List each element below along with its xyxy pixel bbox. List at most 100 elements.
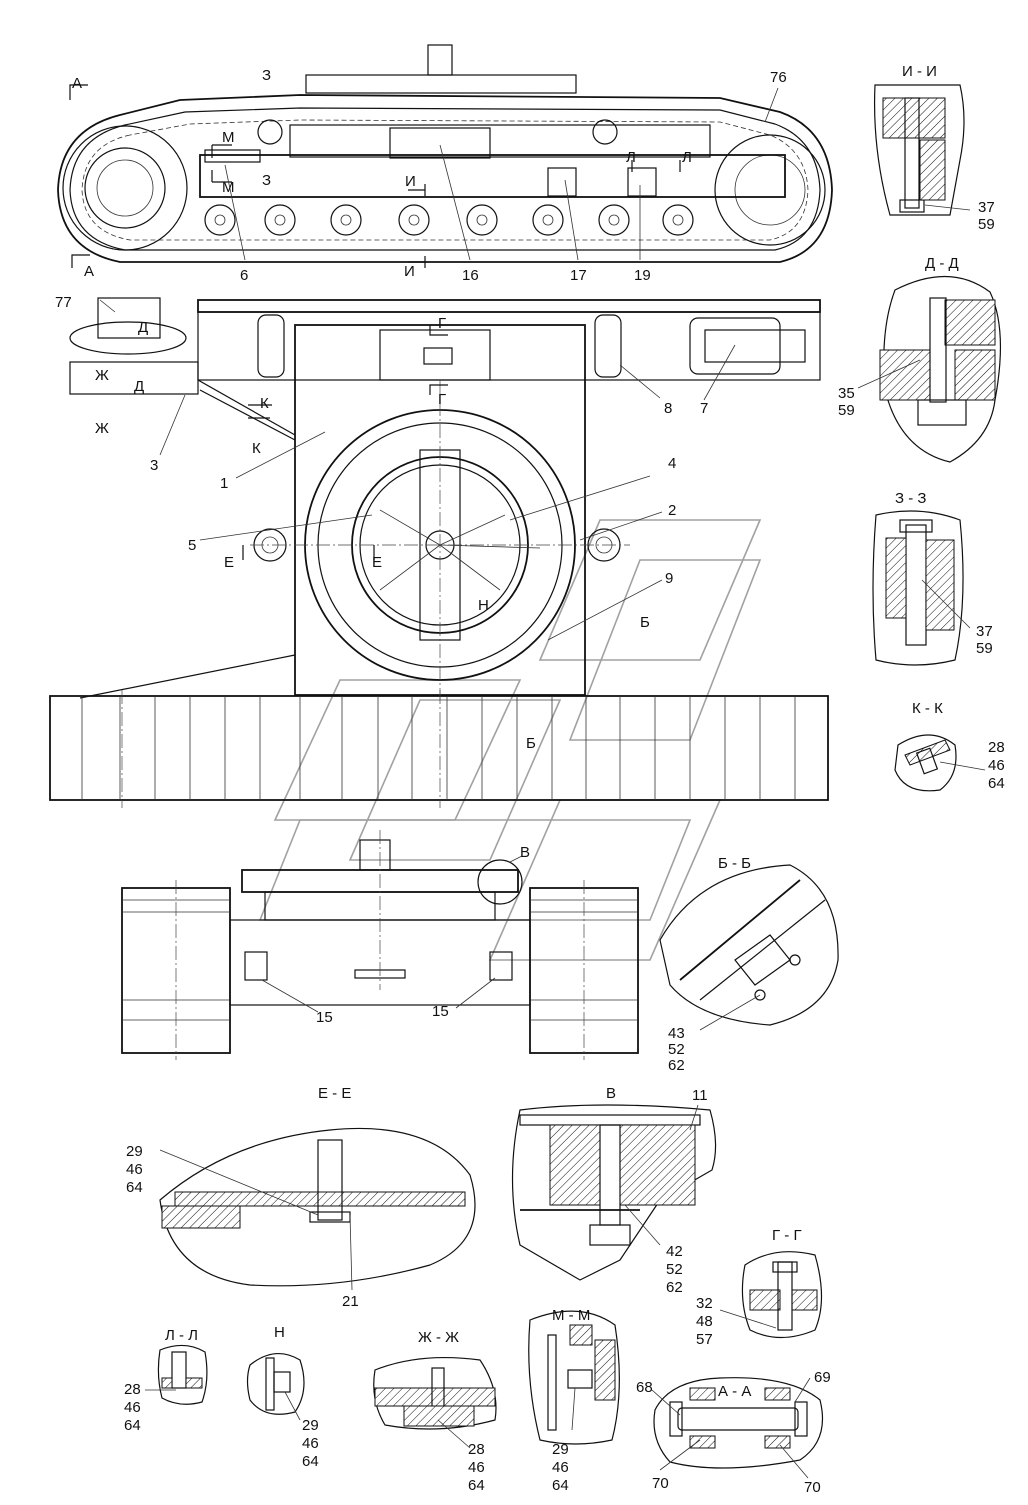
callout-6: 6 [240, 267, 248, 284]
track-side-view [57, 44, 833, 268]
cut-letter-e-left: Е [224, 554, 234, 571]
section-z-z-title: З - З [895, 490, 926, 507]
callout-3: 3 [150, 457, 158, 474]
section-k-k [894, 734, 986, 792]
stack-29-46-64-e: 29 46 64 [126, 1143, 143, 1196]
view-v-title: В [606, 1085, 616, 1102]
section-b-b-title: Б - Б [718, 855, 751, 872]
svg-text:52: 52 [668, 1041, 685, 1058]
cut-letter-v-front: В [520, 844, 530, 861]
cut-letter-z-top: З [262, 67, 271, 84]
svg-text:59: 59 [838, 402, 855, 419]
svg-text:46: 46 [468, 1459, 485, 1476]
callout-5: 5 [188, 537, 196, 554]
stack-42-52-62: 42 52 62 [666, 1243, 683, 1296]
stack-37-59-z: 37 59 [976, 623, 993, 657]
cut-letter-e-right: Е [372, 554, 382, 571]
cut-letter-b-bottom: Б [526, 735, 536, 752]
section-e-e [159, 1127, 476, 1291]
svg-text:64: 64 [124, 1417, 141, 1434]
stack-29-46-64-m: 29 46 64 [552, 1441, 569, 1494]
svg-text:52: 52 [666, 1261, 683, 1278]
cut-letter-k-top: К [260, 395, 269, 412]
plan-view [49, 297, 829, 808]
stack-43-52-62: 43 52 62 [668, 1025, 685, 1074]
callout-69: 69 [814, 1369, 831, 1386]
svg-text:29: 29 [126, 1143, 143, 1160]
svg-text:29: 29 [552, 1441, 569, 1458]
cut-letter-i-top: И [405, 173, 416, 190]
svg-text:35: 35 [838, 385, 855, 402]
svg-text:64: 64 [468, 1477, 485, 1494]
svg-text:64: 64 [126, 1179, 143, 1196]
section-zh-zh-title: Ж - Ж [418, 1329, 459, 1346]
cut-letter-zh-bottom: Ж [95, 420, 109, 437]
svg-text:64: 64 [302, 1453, 319, 1470]
front-view [121, 830, 639, 1060]
cut-letter-k-bottom: К [252, 440, 261, 457]
cut-letter-a-bottom: А [84, 263, 94, 280]
section-d-d [857, 275, 1002, 463]
section-k-k-title: К - К [912, 700, 943, 717]
stack-28-46-64-k: 28 46 64 [988, 739, 1005, 792]
section-zh-zh [373, 1356, 497, 1449]
section-i-i [873, 84, 971, 216]
cut-letter-zh-top: Ж [95, 367, 109, 384]
stack-28-46-64-l: 28 46 64 [124, 1381, 141, 1434]
svg-text:28: 28 [468, 1441, 485, 1458]
section-d-d-title: Д - Д [925, 255, 959, 272]
svg-text:46: 46 [124, 1399, 141, 1416]
svg-text:37: 37 [976, 623, 993, 640]
section-i-i-title: И - И [902, 63, 937, 80]
svg-text:28: 28 [124, 1381, 141, 1398]
cut-letter-g-top: Г [438, 315, 446, 332]
callout-15-left: 15 [316, 1009, 333, 1026]
svg-text:62: 62 [668, 1057, 685, 1074]
section-a-a [651, 1377, 824, 1479]
stack-35-59: 35 59 [838, 385, 855, 419]
svg-text:62: 62 [666, 1279, 683, 1296]
cut-letter-i-bottom: И [404, 263, 415, 280]
callout-1: 1 [220, 475, 228, 492]
callout-15-right: 15 [432, 1003, 449, 1020]
cut-letter-n-plan: Н [478, 597, 489, 614]
cut-letter-m-bottom: М [222, 179, 235, 196]
callout-4: 4 [668, 455, 676, 472]
svg-text:59: 59 [976, 640, 993, 657]
watermark-logo [258, 519, 762, 961]
svg-text:64: 64 [988, 775, 1005, 792]
cut-letter-m-top: М [222, 129, 235, 146]
svg-text:48: 48 [696, 1313, 713, 1330]
callout-2: 2 [668, 502, 676, 519]
view-v [511, 1104, 717, 1281]
callout-11: 11 [692, 1087, 708, 1104]
svg-text:59: 59 [978, 216, 995, 233]
svg-text:42: 42 [666, 1243, 683, 1260]
cut-letter-d-top: Д [138, 319, 148, 336]
svg-text:29: 29 [302, 1417, 319, 1434]
svg-text:37: 37 [978, 199, 995, 216]
callout-7: 7 [700, 400, 708, 417]
callout-8: 8 [664, 400, 672, 417]
crawler-shoes [81, 696, 796, 800]
stack-32-48-57: 32 48 57 [696, 1295, 713, 1348]
section-l-l-title: Л - Л [165, 1327, 198, 1344]
callout-19: 19 [634, 267, 651, 284]
cut-letter-d-bottom: Д [134, 378, 144, 395]
callout-76: 76 [770, 69, 787, 86]
callout-16: 16 [462, 267, 479, 284]
section-m-m [528, 1310, 620, 1445]
section-a-a-title: А - А [718, 1383, 751, 1400]
section-g-g [719, 1251, 823, 1339]
svg-text:57: 57 [696, 1331, 713, 1348]
section-g-g-title: Г - Г [772, 1227, 802, 1244]
svg-text:46: 46 [552, 1459, 569, 1476]
cut-letter-l-left: Л [626, 149, 636, 166]
callout-68: 68 [636, 1379, 653, 1396]
view-n [246, 1353, 305, 1421]
view-n-title: Н [274, 1324, 285, 1341]
svg-text:43: 43 [668, 1025, 685, 1042]
svg-text:46: 46 [302, 1435, 319, 1452]
callout-70-right: 70 [804, 1479, 821, 1496]
